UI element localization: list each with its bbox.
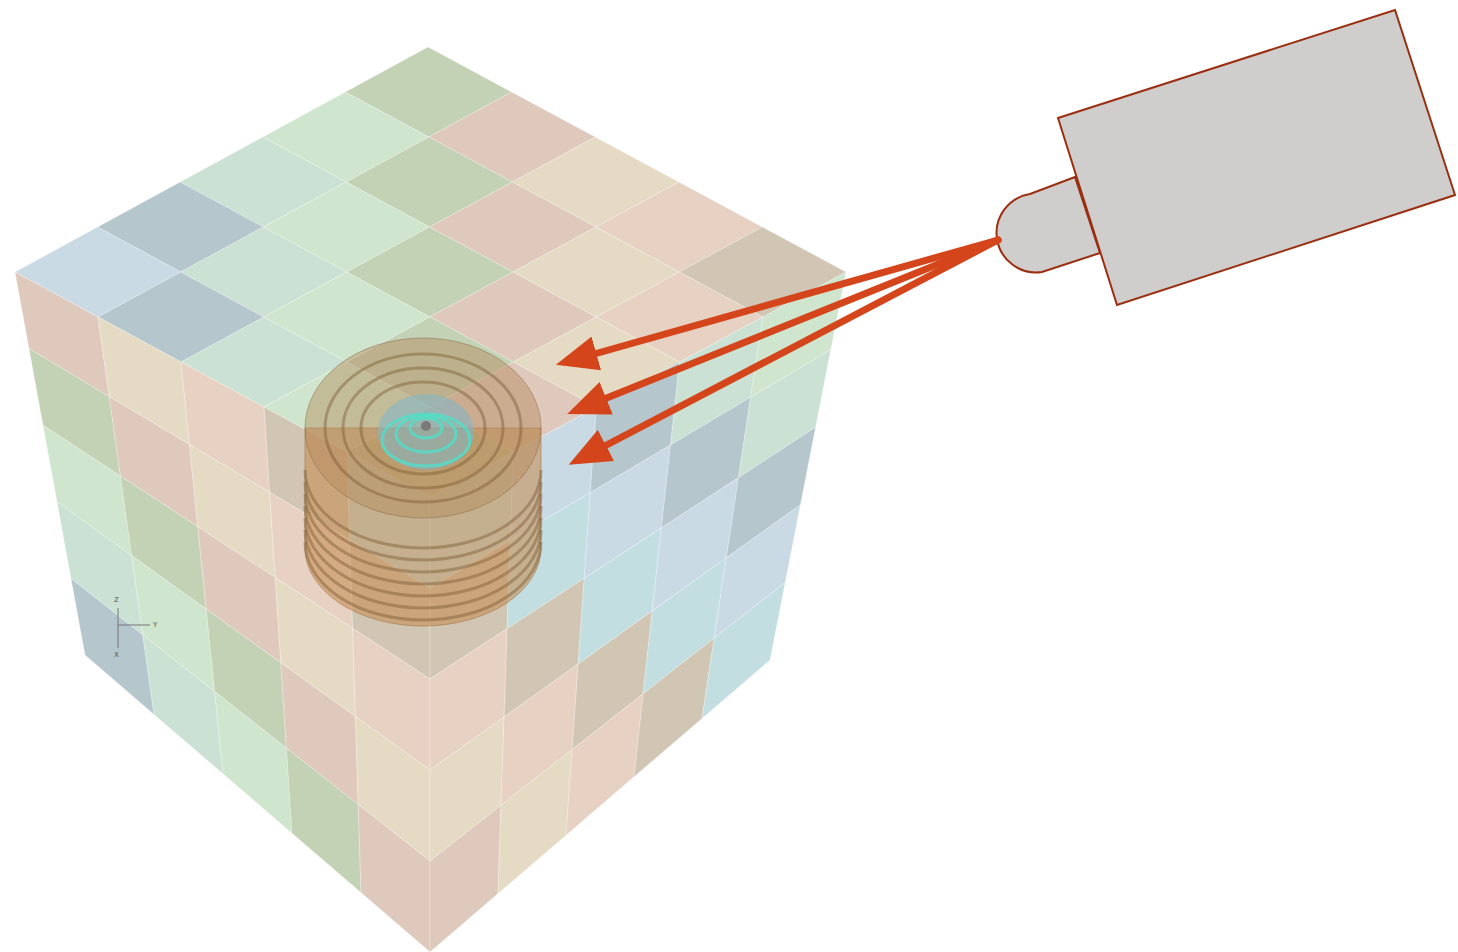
block-cell — [358, 805, 430, 952]
axis-label: Y — [153, 621, 157, 629]
block-cell — [566, 694, 643, 835]
block-cell — [702, 582, 785, 718]
axis-label: Z — [114, 596, 119, 604]
block-cell — [634, 638, 714, 777]
axis-label: X — [114, 651, 119, 659]
block-cell — [286, 748, 361, 893]
light-rays — [566, 240, 998, 460]
camera-device — [997, 10, 1455, 305]
block-cell — [498, 750, 572, 894]
block-cube — [15, 47, 846, 952]
block-cell — [215, 691, 292, 833]
cylinder-part — [305, 338, 541, 626]
block-cell — [430, 805, 501, 952]
axis-triad — [118, 608, 150, 648]
